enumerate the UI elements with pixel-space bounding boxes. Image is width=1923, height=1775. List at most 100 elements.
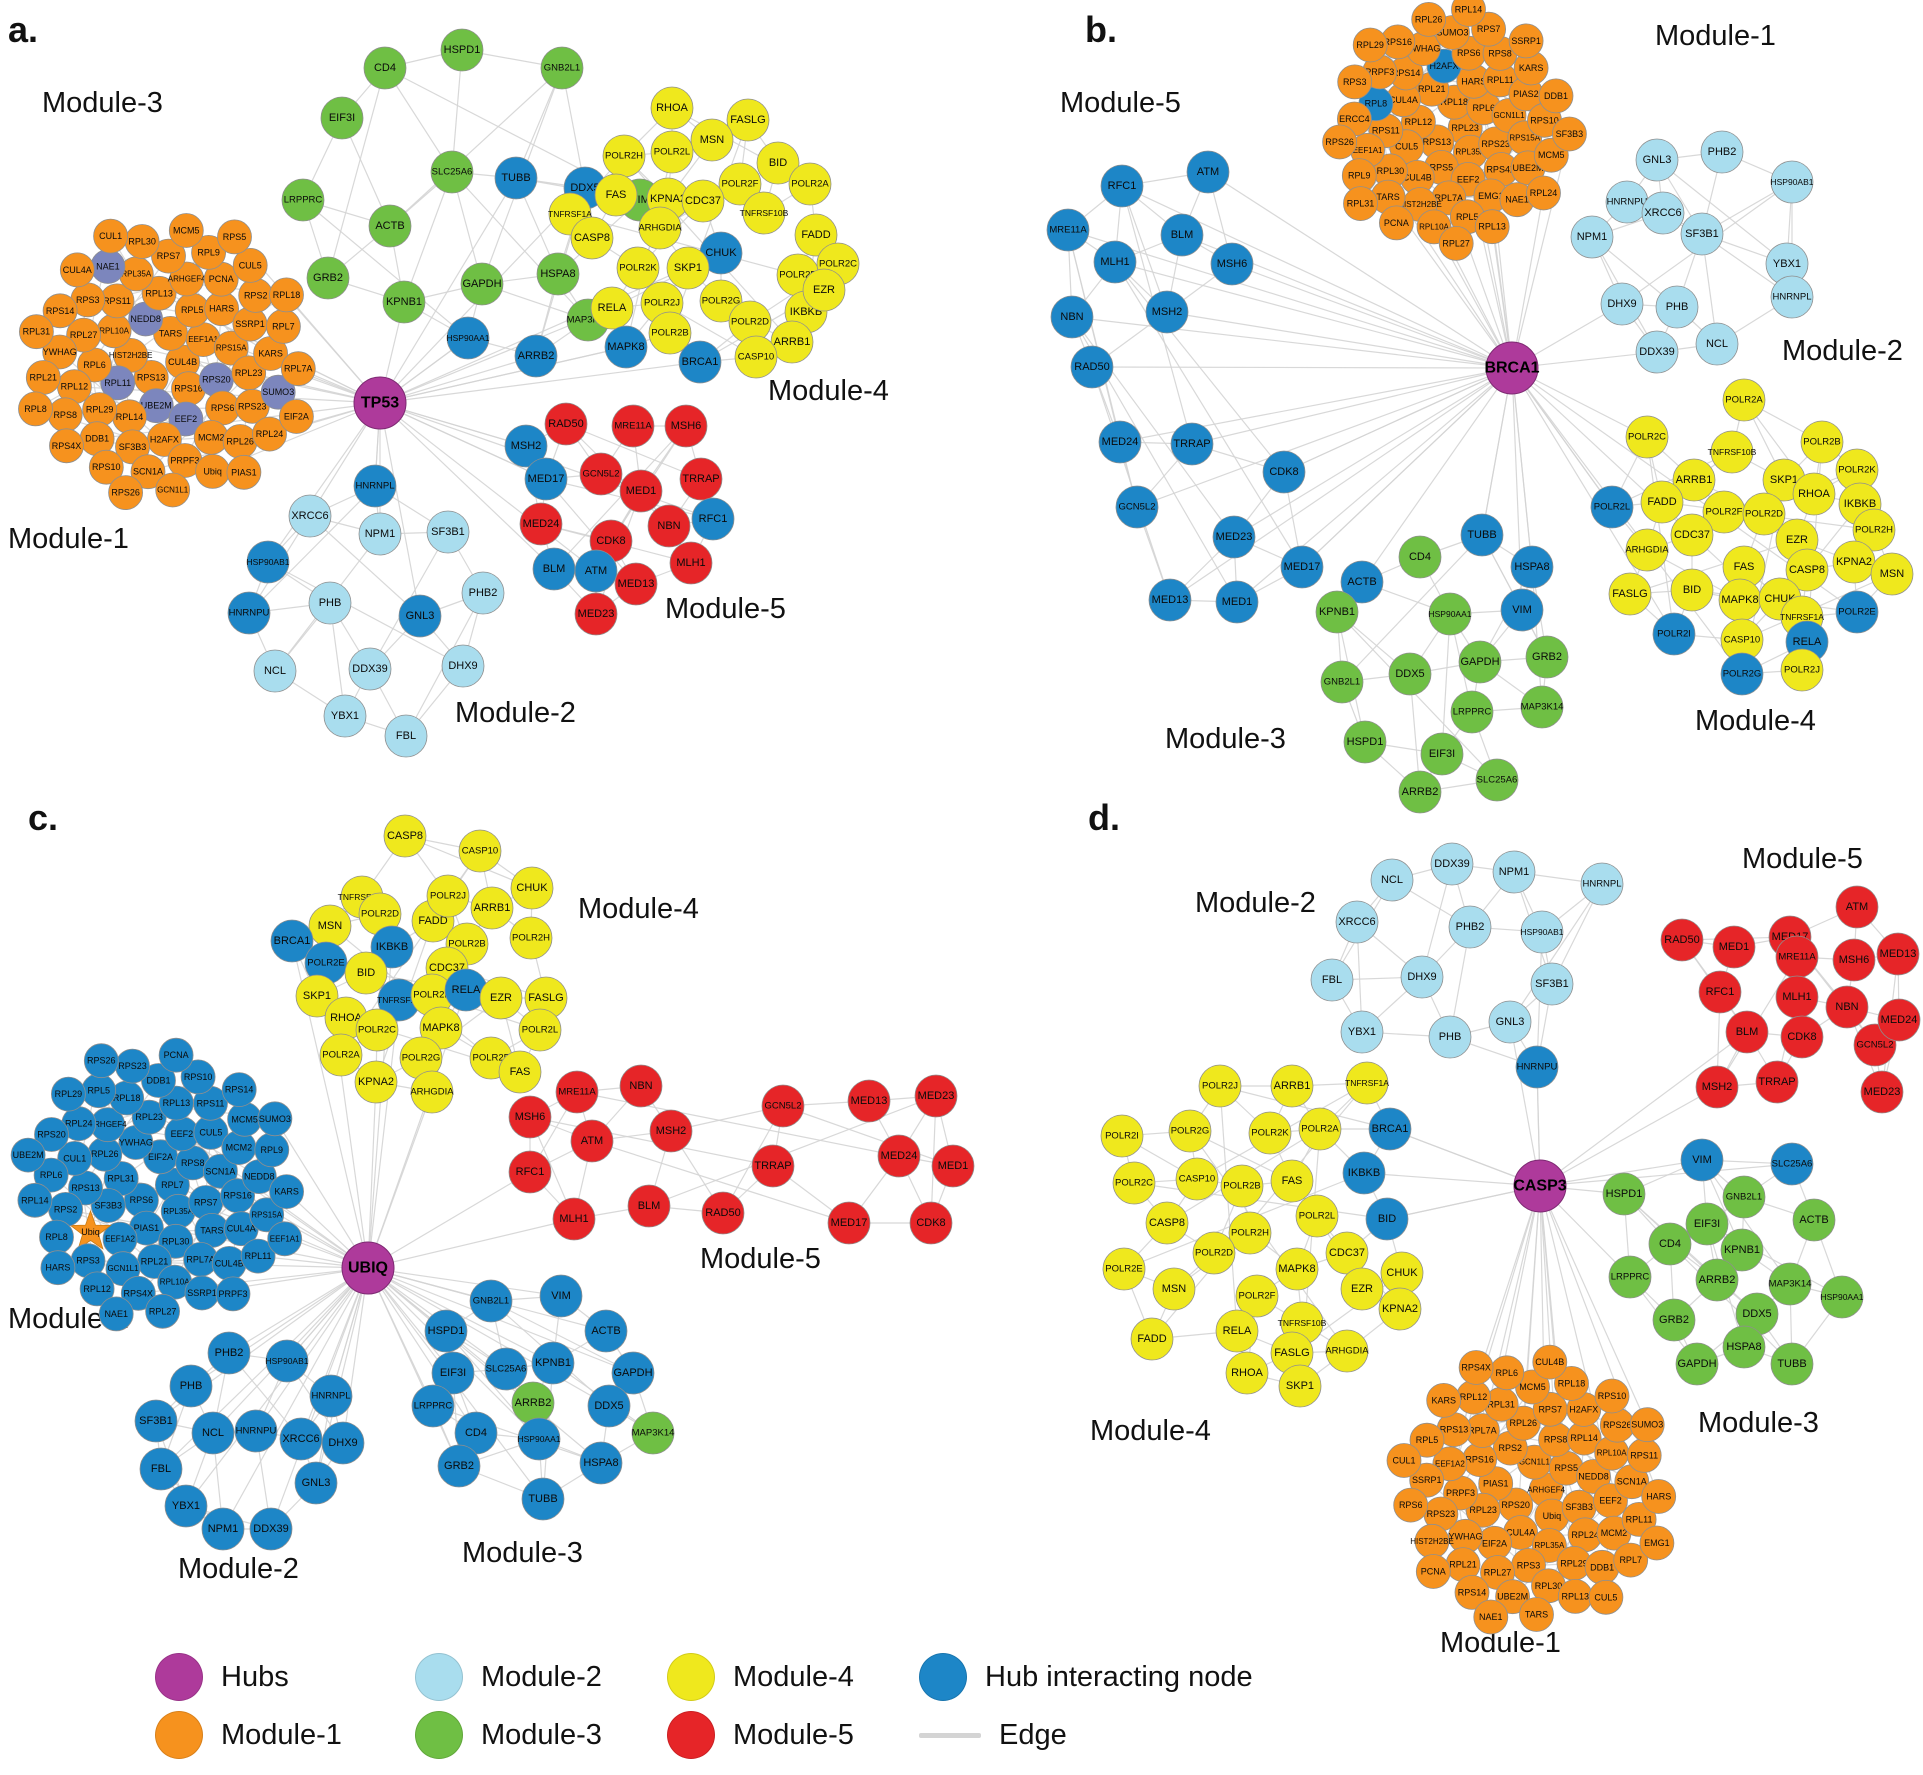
node-POLR2C[interactable]: POLR2C: [1625, 415, 1669, 459]
node-RPS15A[interactable]: RPS15A: [249, 1197, 285, 1233]
node-HSP90AA1[interactable]: HSP90AA1: [1821, 1275, 1864, 1319]
node-RPL9[interactable]: RPL9: [254, 1132, 290, 1168]
node-DHX9[interactable]: DHX9: [321, 1421, 365, 1465]
node-PHB[interactable]: PHB: [308, 581, 352, 625]
node-GNL3[interactable]: GNL3: [294, 1461, 338, 1505]
node-EIF3I[interactable]: EIF3I: [1420, 732, 1464, 776]
node-SLC25A6[interactable]: SLC25A6: [484, 1347, 528, 1391]
node-POLR2H[interactable]: POLR2H: [1228, 1211, 1272, 1255]
node-YWHAG[interactable]: YWHAG: [42, 334, 78, 370]
node-HSP90AA1[interactable]: HSP90AA1: [518, 1417, 561, 1461]
node-GNL3[interactable]: GNL3: [398, 594, 442, 638]
node-MED24[interactable]: MED24: [877, 1134, 921, 1178]
node-PIAS1[interactable]: PIAS1: [226, 454, 262, 490]
node-HSP90AB1[interactable]: HSP90AB1: [266, 1339, 309, 1383]
node-MED17[interactable]: MED17: [524, 457, 568, 501]
node-ACTB[interactable]: ACTB: [1340, 560, 1384, 604]
node-MSN[interactable]: MSN: [1152, 1267, 1196, 1311]
node-FASLG[interactable]: FASLG: [1270, 1331, 1314, 1375]
node-RAD50[interactable]: RAD50: [1660, 918, 1704, 962]
node-RPL9[interactable]: RPL9: [1341, 158, 1377, 194]
node-BRCA1[interactable]: BRCA1: [270, 919, 314, 963]
node-POLR2D[interactable]: POLR2D: [1742, 492, 1786, 536]
node-POLR2K[interactable]: POLR2K: [1248, 1111, 1292, 1155]
node-BLM[interactable]: BLM: [1160, 213, 1204, 257]
node-DDX39[interactable]: DDX39: [1430, 842, 1474, 886]
node-YWHAG[interactable]: YWHAG: [118, 1125, 154, 1160]
node-RAD50[interactable]: RAD50: [701, 1191, 745, 1235]
node-CDC37[interactable]: CDC37: [681, 179, 725, 223]
node-PCNA[interactable]: PCNA: [1415, 1554, 1451, 1589]
node-POLR2B[interactable]: POLR2B: [1220, 1164, 1264, 1208]
node-MED1[interactable]: MED1: [931, 1144, 975, 1188]
node-ARRB1[interactable]: ARRB1: [1672, 458, 1716, 502]
node-MCM5[interactable]: MCM5: [168, 213, 204, 248]
node-MCM2[interactable]: MCM2: [193, 419, 229, 455]
node-DHX9[interactable]: DHX9: [441, 644, 485, 688]
node-CUL4A[interactable]: CUL4A: [59, 252, 95, 288]
node-NBN[interactable]: NBN: [619, 1064, 663, 1108]
node-HNRNPU[interactable]: HNRNPU: [227, 591, 271, 635]
node-EIF2A[interactable]: EIF2A: [278, 399, 314, 434]
node-SF3B1[interactable]: SF3B1: [1530, 962, 1574, 1006]
node-RPL18[interactable]: RPL18: [269, 277, 304, 313]
node-XRCC6[interactable]: XRCC6: [1335, 900, 1379, 944]
node-NCL[interactable]: NCL: [191, 1411, 235, 1455]
node-NAE1[interactable]: NAE1: [98, 1296, 134, 1332]
node-GRB2[interactable]: GRB2: [437, 1444, 481, 1488]
node-PHB[interactable]: PHB: [1655, 285, 1699, 329]
node-RPS4X[interactable]: RPS4X: [120, 1275, 156, 1311]
node-RPS3[interactable]: RPS3: [1337, 64, 1373, 100]
node-PRPF3[interactable]: PRPF3: [167, 443, 203, 478]
node-MLH1[interactable]: MLH1: [1775, 975, 1819, 1019]
node-BLM[interactable]: BLM: [1725, 1010, 1769, 1054]
node-FAS[interactable]: FAS: [498, 1050, 542, 1094]
node-RPL13[interactable]: RPL13: [141, 275, 177, 311]
node-SF3B3[interactable]: SF3B3: [1552, 116, 1587, 152]
node-NCL[interactable]: NCL: [253, 649, 297, 693]
node-YBX1[interactable]: YBX1: [164, 1484, 208, 1528]
node-MSH6[interactable]: MSH6: [1832, 938, 1876, 982]
node-RPL26[interactable]: RPL26: [1411, 1, 1447, 37]
node-RPL5[interactable]: RPL5: [81, 1073, 117, 1109]
node-NPM1[interactable]: NPM1: [1492, 850, 1536, 894]
node-FBL[interactable]: FBL: [384, 714, 428, 758]
node-MSN[interactable]: MSN: [690, 118, 734, 162]
node-CASP10[interactable]: CASP10: [458, 829, 502, 873]
node-MSH2[interactable]: MSH2: [1695, 1065, 1739, 1109]
node-SCN1A[interactable]: SCN1A: [202, 1153, 238, 1189]
node-POLR2H[interactable]: POLR2H: [1852, 508, 1896, 552]
node-TRRAP[interactable]: TRRAP: [679, 457, 723, 501]
node-TNFRSF10B[interactable]: TNFRSF10B: [740, 191, 789, 235]
node-GAPDH[interactable]: GAPDH: [611, 1351, 655, 1395]
node-IKBKB[interactable]: IKBKB: [1342, 1151, 1386, 1195]
node-BID[interactable]: BID: [756, 141, 800, 185]
node-CASP8[interactable]: CASP8: [1785, 548, 1829, 592]
node-MRE11A[interactable]: MRE11A: [611, 404, 655, 448]
node-CUL1[interactable]: CUL1: [1386, 1443, 1422, 1478]
node-RPL23[interactable]: RPL23: [131, 1099, 167, 1135]
node-FAS[interactable]: FAS: [594, 173, 638, 217]
node-MED24[interactable]: MED24: [1877, 998, 1921, 1042]
node-RPS10[interactable]: RPS10: [180, 1059, 216, 1095]
node-RPL31[interactable]: RPL31: [19, 314, 54, 350]
node-SLC25A6[interactable]: SLC25A6: [430, 150, 474, 194]
node-SSRP1[interactable]: SSRP1: [1409, 1462, 1445, 1498]
node-NEDD8[interactable]: NEDD8: [1576, 1459, 1611, 1494]
node-EIF2A[interactable]: EIF2A: [1477, 1525, 1512, 1561]
node-HIST2H2BE[interactable]: HIST2H2BE: [1410, 1523, 1454, 1559]
node-POLR2A[interactable]: POLR2A: [1298, 1107, 1342, 1151]
node-GNB2L1[interactable]: GNB2L1: [540, 46, 584, 90]
node-ACTB[interactable]: ACTB: [584, 1309, 628, 1353]
node-RPL14[interactable]: RPL14: [1451, 0, 1486, 27]
node-HSP90AB1[interactable]: HSP90AB1: [1771, 160, 1814, 204]
node-BRCA1[interactable]: BRCA1: [678, 340, 722, 384]
node-POLR2I[interactable]: POLR2I: [1652, 612, 1696, 656]
node-RPL13[interactable]: RPL13: [1474, 209, 1510, 245]
node-HSP90AB1[interactable]: HSP90AB1: [247, 540, 290, 584]
node-RPS20[interactable]: RPS20: [34, 1117, 69, 1152]
node-GNL3[interactable]: GNL3: [1488, 1000, 1532, 1044]
node-ARRB1[interactable]: ARRB1: [1270, 1064, 1314, 1108]
node-HARS[interactable]: HARS: [1641, 1479, 1677, 1514]
node-POLR2E[interactable]: POLR2E: [1102, 1247, 1146, 1291]
